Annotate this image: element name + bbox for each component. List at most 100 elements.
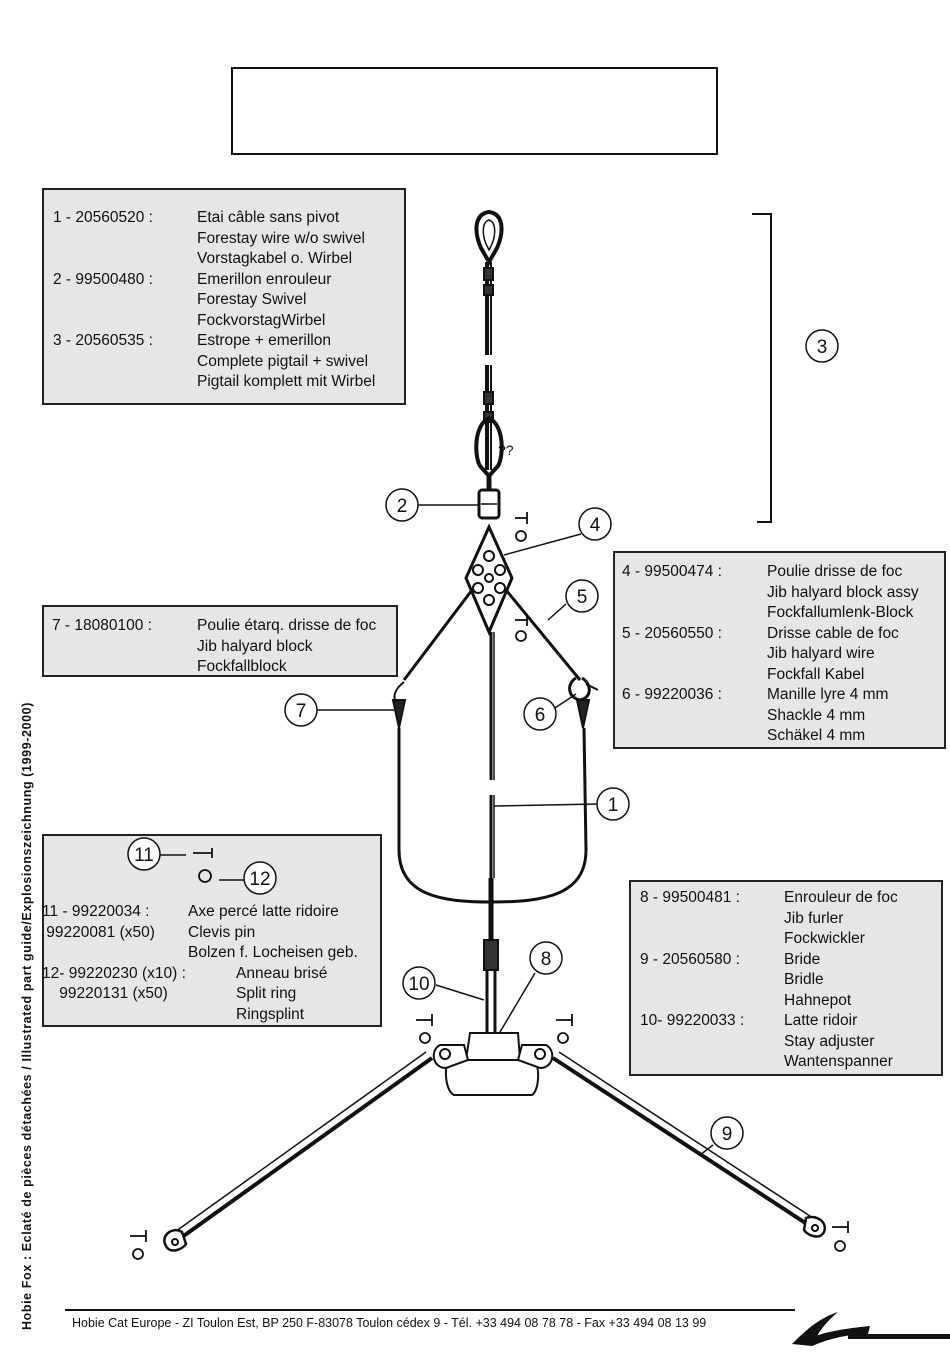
legend-part-code: 12- 99220230 (x10) :: [42, 964, 186, 982]
legend-part-description: Forestay wire w/o swivel: [197, 229, 365, 247]
legend-part-code: 5 - 20560550 :: [622, 624, 722, 642]
callout-circle: [596, 787, 630, 821]
legend-part-code: 1 - 20560520 :: [53, 209, 153, 226]
clevis-pin-icon: [193, 848, 213, 883]
legend-part-description: Fockwickler: [784, 930, 865, 947]
footer-divider: [65, 1309, 795, 1311]
callout-circle: [284, 693, 318, 727]
legend-part-description: Manille lyre 4 mm: [767, 686, 889, 703]
clevis-pin-icon: [556, 1014, 573, 1044]
legend-part-description: Jib halyard block: [197, 637, 313, 655]
legend-part-code: 10- 99220033 :: [640, 1012, 745, 1029]
callout-number: 6: [535, 705, 546, 726]
legend-part-code: 6 - 99220036 :: [622, 686, 722, 703]
clevis-pin-icon: [130, 1230, 147, 1260]
hobie-cat-logo: [792, 1312, 950, 1346]
legend-part-description: FockvorstagWirbel: [197, 311, 326, 329]
legend-part-description: Bride: [784, 950, 821, 968]
legend-part-code: 2 - 99500480 :: [53, 270, 153, 288]
legend-part-code: 4 - 99500474 :: [622, 563, 722, 580]
legend-part-description: Jib halyard block assy: [767, 583, 919, 601]
legend-part-description: Wantenspanner: [784, 1053, 893, 1070]
legend-part-description: Poulie drisse de foc: [767, 563, 903, 580]
legend-part-description: Hahnepot: [784, 991, 852, 1009]
callout-number: 4: [590, 515, 601, 536]
legend-part-description: Enrouleur de foc: [784, 889, 898, 906]
legend-part-description: Etai câble sans pivot: [197, 209, 340, 226]
legend-part-description: Anneau brisé: [236, 964, 328, 982]
callout-number: 2: [397, 496, 408, 517]
side-label: Hobie Fox : Eclaté de pièces détachées /…: [20, 701, 34, 1330]
clevis-pin-icon: [515, 614, 528, 642]
legend-part-description: Fockfallblock: [197, 658, 287, 675]
callout-circle: [565, 579, 599, 613]
legend-part-description: Fockfallumlenk-Block: [767, 604, 914, 621]
legend-part-code: 11 - 99220034 :: [42, 903, 150, 920]
clevis-pin-icon: [416, 1014, 433, 1044]
clevis-pin-icon: [515, 512, 528, 542]
bridle-wire-right: [551, 1056, 812, 1228]
legend-part-code: 7 - 18080100 :: [52, 617, 152, 634]
bridle-wire-left: [176, 1056, 434, 1242]
legend-part-description: Jib halyard wire: [767, 645, 875, 662]
callout-number: 10: [408, 974, 429, 995]
legend-part-code: 9 - 20560580 :: [640, 950, 740, 968]
callout-number: 1: [608, 795, 619, 816]
halyard-wire-right: [504, 589, 582, 681]
legend-items-11-12: 11 - 99220034 :Axe percé latte ridoire 9…: [42, 834, 382, 1027]
legend-part-description: Ringsplint: [236, 1005, 305, 1023]
legend-part-description: Pigtail komplett mit Wirbel: [197, 373, 376, 390]
legend-part-description: Stay adjuster: [784, 1032, 875, 1050]
legend-part-code: 3 - 20560535 :: [53, 332, 153, 349]
callout-circle: [529, 941, 563, 975]
legend-part-description: Complete pigtail + swivel: [197, 352, 369, 370]
legend-part-description: Split ring: [236, 985, 297, 1002]
legend-part-description: Schäkel 4 mm: [767, 727, 866, 744]
question-annotation: ??: [498, 442, 514, 458]
legend-part-code: 99220131 (x50): [42, 985, 168, 1002]
legend-part-description: Estrope + emerillon: [197, 332, 331, 349]
callout-circle: [385, 488, 419, 522]
legend-part-description: Emerillon enrouleur: [197, 270, 332, 288]
callout-circle: [127, 837, 161, 871]
legend-part-description: Bridle: [784, 971, 824, 988]
legend-part-code: 99220081 (x50): [42, 923, 155, 941]
callout-circle: [523, 697, 557, 731]
callout-number: 12: [249, 869, 270, 890]
callout-circle: [402, 966, 436, 1000]
legend-part-description: Poulie étarq. drisse de foc: [197, 617, 377, 634]
jib-halyard-block: [464, 523, 514, 636]
legend-item-7: 7 - 18080100 : Poulie étarq. drisse de fo…: [42, 605, 398, 677]
footer-address: Hobie Cat Europe - ZI Toulon Est, BP 250…: [72, 1316, 707, 1330]
legend-part-description: Shackle 4 mm: [767, 706, 866, 724]
callout-circle: [710, 1116, 744, 1150]
legend-part-description: Vorstagkabel o. Wirbel: [197, 250, 353, 267]
callout-number: 5: [577, 587, 588, 608]
callout-number: 9: [722, 1124, 733, 1145]
title-box: [231, 67, 718, 155]
legend-part-description: Clevis pin: [188, 923, 256, 941]
legend-part-description: Drisse cable de foc: [767, 624, 899, 642]
clevis-pin-icon: [832, 1221, 849, 1252]
legend-part-description: Latte ridoir: [784, 1012, 858, 1029]
legend-part-description: Forestay Swivel: [197, 291, 307, 308]
callout-number: 8: [541, 949, 552, 970]
legend-part-code: 8 - 99500481 :: [640, 889, 740, 906]
halyard-wire-left: [402, 589, 474, 681]
callout-number: 11: [134, 845, 154, 866]
callout-circle: [805, 329, 839, 363]
pigtail-bracket: [752, 213, 772, 523]
legend-part-description: Fockfall Kabel: [767, 665, 865, 683]
callout-circle: [578, 507, 612, 541]
legend-part-description: Jib furler: [784, 909, 844, 927]
jib-furler: [464, 1032, 522, 1061]
callout-number: 3: [817, 337, 828, 358]
jib-halyard-small-block: [391, 699, 407, 729]
legend-part-description: Bolzen f. Locheisen geb.: [188, 944, 358, 961]
callout-number: 7: [296, 701, 307, 722]
